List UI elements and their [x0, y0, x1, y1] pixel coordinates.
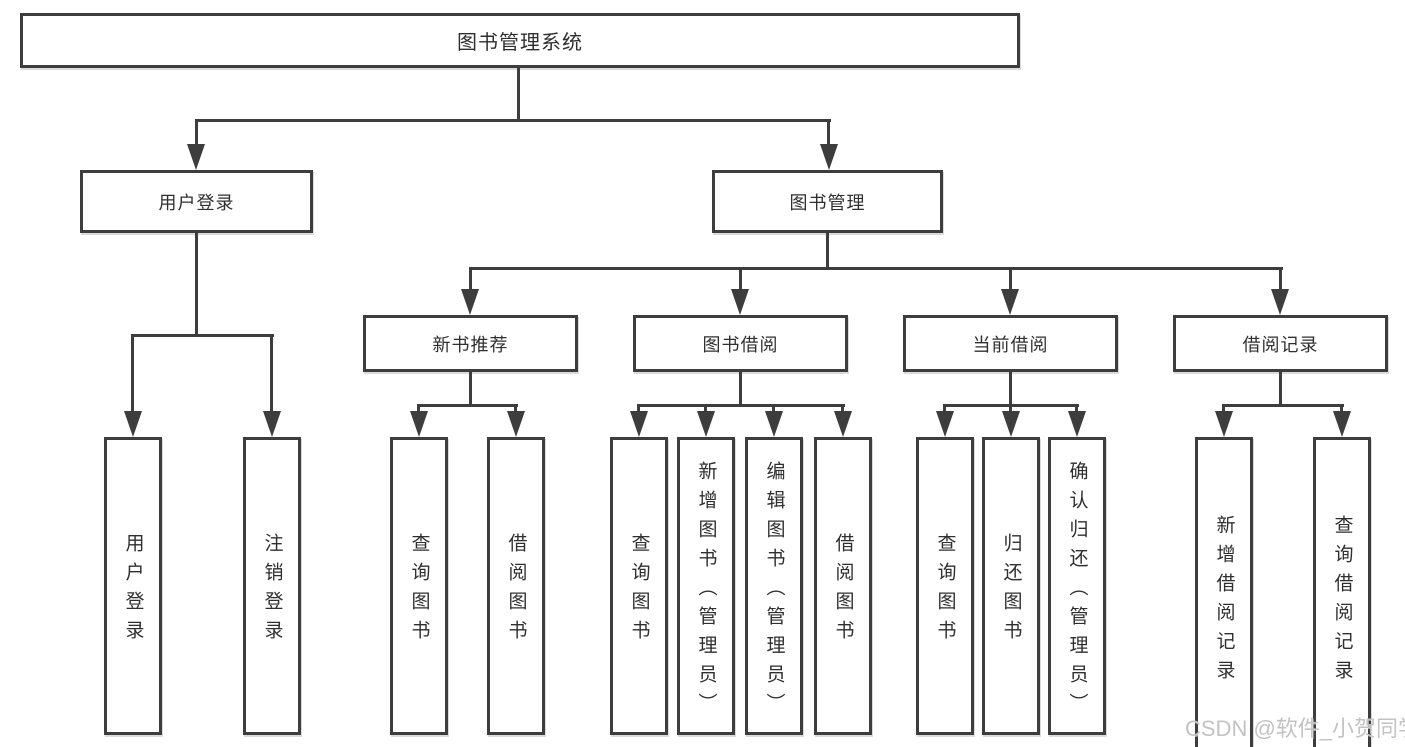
- leaf-borrow-books-borrowing: 借阅图书: [814, 437, 872, 735]
- leaf-query-borrow-record: 查询借阅记录: [1313, 437, 1371, 747]
- leaf-confirm-return-admin: 确认归还（管理员）: [1048, 437, 1106, 735]
- connector-segment: [1340, 404, 1343, 414]
- node-label: 查询图书: [934, 533, 956, 649]
- connector-rail: [637, 404, 845, 407]
- connector-level3-rail: [469, 267, 1283, 270]
- connector-segment: [943, 404, 946, 414]
- arrowhead-down-icon: [630, 411, 648, 437]
- connector-segment: [195, 233, 198, 336]
- node-book-management: 图书管理: [712, 170, 943, 233]
- arrowhead-down-icon: [461, 289, 479, 315]
- arrowhead-down-icon: [410, 411, 428, 437]
- arrowhead-down-icon: [1068, 411, 1086, 437]
- connector-segment: [637, 404, 640, 414]
- node-label: 当前借阅: [972, 334, 1049, 355]
- arrowhead-down-icon: [1001, 289, 1019, 315]
- arrowhead-down-icon: [1333, 411, 1351, 437]
- connector-segment: [1075, 404, 1078, 414]
- node-label: 借阅记录: [1242, 334, 1319, 355]
- arrowhead-down-icon: [731, 289, 749, 315]
- node-book-borrowing: 图书借阅: [633, 315, 848, 372]
- connector-segment: [826, 233, 829, 270]
- node-label: 图书管理: [789, 192, 866, 213]
- leaf-user-login: 用户登录: [104, 437, 162, 735]
- node-label: 注销登录: [261, 533, 283, 649]
- arrowhead-down-icon: [124, 411, 142, 437]
- connector-rail: [417, 404, 518, 407]
- connector-segment: [841, 404, 844, 414]
- connector-segment: [739, 267, 742, 291]
- node-new-book-recommendation: 新书推荐: [363, 315, 578, 372]
- leaf-return-books: 归还图书: [982, 437, 1040, 735]
- connector-segment: [417, 404, 420, 414]
- arrowhead-down-icon: [834, 411, 852, 437]
- arrowhead-down-icon: [1215, 411, 1233, 437]
- leaf-edit-books-admin: 编辑图书（管理员）: [745, 437, 803, 735]
- node-label: 查询图书: [628, 533, 650, 649]
- connector-segment: [195, 119, 198, 146]
- leaf-query-books-recommend: 查询图书: [390, 437, 448, 735]
- node-label: 新增借阅记录: [1213, 515, 1235, 689]
- connector-rail: [132, 334, 274, 337]
- node-borrowing-records: 借阅记录: [1173, 315, 1388, 372]
- arrowhead-down-icon: [1002, 411, 1020, 437]
- arrowhead-down-icon: [507, 411, 525, 437]
- connector-segment: [1222, 404, 1225, 414]
- arrowhead-down-icon: [187, 144, 205, 170]
- leaf-add-books-admin: 新增图书（管理员）: [677, 437, 735, 735]
- connector-segment: [1279, 372, 1282, 407]
- arrowhead-down-icon: [697, 411, 715, 437]
- connector-segment: [1279, 267, 1282, 291]
- node-label: 用户登录: [122, 533, 144, 649]
- connector-segment: [270, 334, 273, 413]
- watermark: CSDN @软件_小贺同学: [1185, 716, 1405, 741]
- connector-segment: [131, 334, 134, 413]
- connector-segment: [1009, 404, 1012, 414]
- node-label: 新增图书（管理员）: [695, 460, 717, 722]
- node-label: 用户登录: [158, 192, 235, 213]
- leaf-borrow-books-recommend: 借阅图书: [487, 437, 545, 735]
- node-label: 编辑图书（管理员）: [763, 460, 785, 722]
- leaf-query-books-current: 查询图书: [916, 437, 974, 735]
- connector-segment: [827, 119, 830, 146]
- connector-level2-rail: [195, 119, 831, 122]
- connector-segment: [514, 404, 517, 414]
- arrowhead-down-icon: [765, 411, 783, 437]
- connector-segment: [772, 404, 775, 414]
- node-label: 归还图书: [1000, 533, 1022, 649]
- leaf-query-books-borrowing: 查询图书: [610, 437, 668, 735]
- node-label: 图书管理系统: [457, 32, 583, 54]
- node-label: 图书借阅: [702, 334, 779, 355]
- arrowhead-down-icon: [263, 411, 281, 437]
- leaf-logout: 注销登录: [243, 437, 301, 735]
- leaf-add-borrow-record: 新增借阅记录: [1195, 437, 1253, 747]
- arrowhead-down-icon: [820, 144, 838, 170]
- node-current-borrowing: 当前借阅: [903, 315, 1118, 372]
- node-label: 查询图书: [408, 533, 430, 649]
- connector-segment: [739, 372, 742, 407]
- connector-segment: [469, 267, 472, 291]
- node-user-login: 用户登录: [80, 170, 313, 233]
- connector-rail: [1222, 404, 1344, 407]
- node-label: 借阅图书: [505, 533, 527, 649]
- node-label: 新书推荐: [432, 334, 509, 355]
- node-label: 确认归还（管理员）: [1066, 460, 1088, 722]
- node-label: 借阅图书: [832, 533, 854, 649]
- connector-segment: [469, 372, 472, 407]
- connector-segment: [1009, 267, 1012, 291]
- node-label: 查询借阅记录: [1331, 515, 1353, 689]
- arrowhead-down-icon: [1271, 289, 1289, 315]
- node-library-management-system: 图书管理系统: [20, 13, 1020, 68]
- connector-root-stem: [517, 68, 520, 122]
- connector-segment: [704, 404, 707, 414]
- connector-segment: [1009, 372, 1012, 407]
- arrowhead-down-icon: [936, 411, 954, 437]
